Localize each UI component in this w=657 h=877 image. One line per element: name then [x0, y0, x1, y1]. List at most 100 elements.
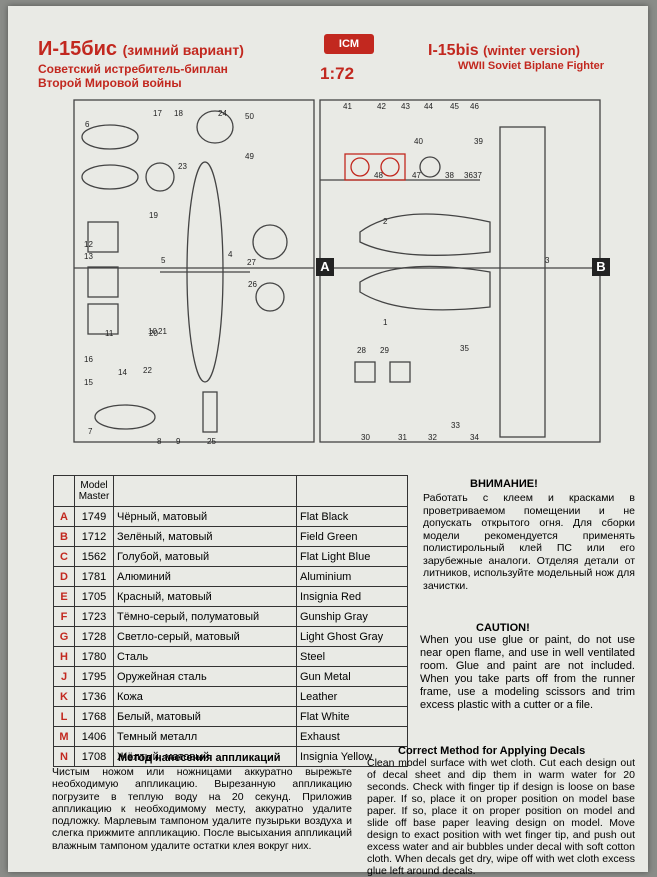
paint-name-en: Steel — [296, 646, 408, 667]
paint-name-ru: Сталь — [113, 646, 297, 667]
sprue-label-a: A — [316, 258, 334, 276]
part-number: 29 — [380, 346, 389, 355]
sprue-diagram — [73, 99, 601, 443]
sprue-label-b: B — [592, 258, 610, 276]
decal-ru-text: Чистым ножом или ножницами аккуратно выр… — [52, 766, 352, 852]
subtitle-en: WWII Soviet Biplane Fighter — [458, 60, 605, 72]
paint-code: 1712 — [74, 526, 114, 547]
paint-name-en: Flat White — [296, 706, 408, 727]
part-number: 50 — [245, 112, 254, 121]
paint-code: 1562 — [74, 546, 114, 567]
part-number: 32 — [428, 433, 437, 442]
caution-title: CAUTION! — [476, 622, 530, 634]
part-number: 19 — [149, 211, 158, 220]
paint-letter: H — [53, 646, 75, 667]
part-number: 16 — [84, 355, 93, 364]
sprue-a-frame — [73, 99, 315, 443]
part-number: 40 — [414, 137, 423, 146]
paint-letter: J — [53, 666, 75, 687]
part-number: 12 — [84, 240, 93, 249]
part-number: 48 — [374, 171, 383, 180]
paint-letter: N — [53, 746, 75, 767]
paint-name-ru: Голубой, матовый — [113, 546, 297, 567]
paint-name-en: Gunship Gray — [296, 606, 408, 627]
paint-table-header: Model Master — [53, 475, 408, 507]
decal-ru-title: Метод нанесения аппликаций — [118, 752, 281, 764]
part-number: 30 — [361, 433, 370, 442]
paint-code: 1723 — [74, 606, 114, 627]
part-number: 42 — [377, 102, 386, 111]
decal-en-text: Clean model surface with wet cloth. Cut … — [367, 757, 635, 877]
part-number: 21 — [158, 327, 167, 336]
paint-code-header: Model Master — [74, 475, 114, 507]
brand-logo: ICM — [324, 34, 374, 54]
paint-name-en: Flat Black — [296, 506, 408, 527]
part-fuselage-half-2 — [359, 213, 491, 256]
paint-name-en: Flat Light Blue — [296, 546, 408, 567]
part-number: 14 — [118, 368, 127, 377]
part-number: 5 — [161, 256, 166, 265]
paint-letter: G — [53, 626, 75, 647]
paint-letter: K — [53, 686, 75, 707]
part-number: 36 — [464, 171, 473, 180]
part-number: 46 — [470, 102, 479, 111]
part-number: 26 — [248, 280, 257, 289]
part-number: 38 — [445, 171, 454, 180]
part-number: 7 — [88, 427, 93, 436]
part-number: 18 — [174, 109, 183, 118]
paint-letter: B — [53, 526, 75, 547]
part-number: 33 — [451, 421, 460, 430]
part-number: 27 — [247, 258, 256, 267]
part-number: 37 — [473, 171, 482, 180]
paint-code: 1780 — [74, 646, 114, 667]
title-ru: И-15бис (зимний вариант) — [38, 38, 244, 60]
part-number: 25 — [207, 437, 216, 446]
paint-name-en: Insignia Red — [296, 586, 408, 607]
paint-name-en: Light Ghost Gray — [296, 626, 408, 647]
paint-name-en: Exhaust — [296, 726, 408, 747]
paint-letter: A — [53, 506, 75, 527]
paint-name-ru: Кожа — [113, 686, 297, 707]
paint-code: 1705 — [74, 586, 114, 607]
paint-letter: C — [53, 546, 75, 567]
paint-letter: D — [53, 566, 75, 587]
paint-name-ru: Темный металл — [113, 726, 297, 747]
paint-letter: E — [53, 586, 75, 607]
scale-label: 1:72 — [320, 64, 355, 83]
part-number: 45 — [450, 102, 459, 111]
paint-code: 1749 — [74, 506, 114, 527]
warning-ru-title: ВНИМАНИЕ! — [470, 478, 538, 490]
part-number: 24 — [218, 109, 227, 118]
paint-code: 1795 — [74, 666, 114, 687]
part-number: 3 — [545, 256, 550, 265]
caution-text: When you use glue or paint, do not use n… — [420, 634, 635, 711]
paint-name-ru: Чёрный, матовый — [113, 506, 297, 527]
paint-code: 1708 — [74, 746, 114, 767]
part-number: 35 — [460, 344, 469, 353]
part-number: 44 — [424, 102, 433, 111]
part-propeller-hub — [145, 162, 175, 192]
part-number: 34 — [470, 433, 479, 442]
part-number: 15 — [84, 378, 93, 387]
part-number: 22 — [143, 366, 152, 375]
paint-name-ru: Зелёный, матовый — [113, 526, 297, 547]
paint-name-en: Leather — [296, 686, 408, 707]
paint-name-en: Insignia Yellow — [296, 746, 408, 767]
part-number: 11 — [105, 329, 114, 338]
sprue-b-frame — [319, 99, 601, 443]
paint-name-en: Field Green — [296, 526, 408, 547]
part-number: 1 — [383, 318, 388, 327]
paint-name-ru: Жёлтый, матовый — [113, 746, 297, 767]
paint-code: 1728 — [74, 626, 114, 647]
part-number: 43 — [401, 102, 410, 111]
part-cowl — [196, 110, 234, 144]
part-number: 4 — [228, 250, 233, 259]
part-number: 49 — [245, 152, 254, 161]
